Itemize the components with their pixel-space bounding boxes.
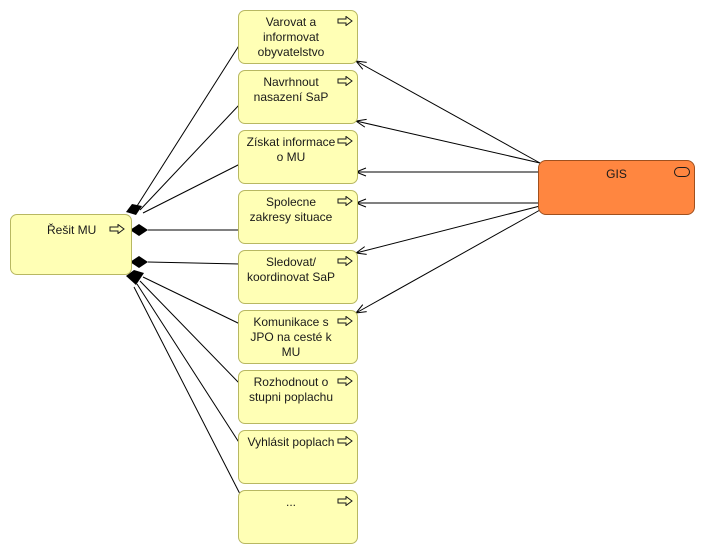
process-label: Vyhlásit poplach	[247, 435, 335, 449]
process-arrow-icon	[337, 256, 353, 266]
process-arrow-icon	[337, 376, 353, 386]
process-label: Sledovat/ koordinovat SaP	[246, 255, 336, 284]
process-arrow-icon	[337, 316, 353, 326]
composition-diamond	[130, 224, 148, 236]
process-arrow-icon	[337, 76, 353, 86]
main-process-node[interactable]: Řešit MU	[10, 214, 132, 275]
process-node-rozhodnout[interactable]: Rozhodnout o stupni poplachu	[238, 370, 358, 424]
process-arrow-icon	[337, 436, 353, 446]
composition-diamond	[130, 256, 148, 268]
process-label: Navrhnout nasazení SaP	[253, 75, 329, 104]
process-arrow-icon	[109, 224, 125, 234]
serving-arrow[interactable]	[356, 121, 541, 164]
composition-line[interactable]	[136, 283, 241, 445]
process-arrow-icon	[337, 196, 353, 206]
serving-arrow[interactable]	[356, 209, 541, 313]
service-icon	[674, 167, 690, 177]
serving-relations	[356, 61, 541, 313]
composition-line[interactable]	[133, 286, 241, 495]
serving-arrow[interactable]	[356, 61, 541, 164]
composition-line[interactable]	[142, 163, 241, 214]
composition-diamond	[126, 270, 144, 285]
process-label: Získat informace o MU	[246, 135, 336, 164]
composition-diamond	[126, 204, 142, 215]
process-label: Komunikace s JPO na cesté k MU	[250, 315, 332, 359]
process-node-sledovat[interactable]: Sledovat/ koordinovat SaP	[238, 250, 358, 304]
process-label: Varovat a informovat obyvatelstvo	[257, 15, 325, 59]
main-process-label: Řešit MU	[47, 223, 97, 237]
process-node-ziskat[interactable]: Získat informace o MU	[238, 130, 358, 184]
process-arrow-icon	[337, 16, 353, 26]
composition-line[interactable]	[147, 261, 241, 265]
process-node-komunikace[interactable]: Komunikace s JPO na cesté k MU	[238, 310, 358, 364]
process-arrow-icon	[337, 496, 353, 506]
composition-line[interactable]	[139, 103, 241, 211]
composition-diamonds	[126, 204, 148, 285]
gis-service-node[interactable]: GIS	[538, 160, 695, 215]
process-node-more[interactable]: ...	[238, 490, 358, 544]
composition-line[interactable]	[142, 276, 241, 325]
process-node-spolecne[interactable]: Spolecne zakresy situace	[238, 190, 358, 244]
composition-line[interactable]	[136, 43, 241, 207]
process-node-navrhnout[interactable]: Navrhnout nasazení SaP	[238, 70, 358, 124]
serving-arrow[interactable]	[356, 205, 541, 253]
process-node-varovat[interactable]: Varovat a informovat obyvatelstvo	[238, 10, 358, 64]
process-label: Spolecne zakresy situace	[249, 195, 333, 224]
composition-line[interactable]	[139, 280, 241, 385]
process-node-vyhlasit[interactable]: Vyhlásit poplach	[238, 430, 358, 484]
service-label: GIS	[606, 167, 627, 181]
process-arrow-icon	[337, 136, 353, 146]
process-label: Rozhodnout o stupni poplachu	[248, 375, 334, 404]
process-label: ...	[285, 495, 296, 509]
composition-relations	[133, 43, 241, 495]
